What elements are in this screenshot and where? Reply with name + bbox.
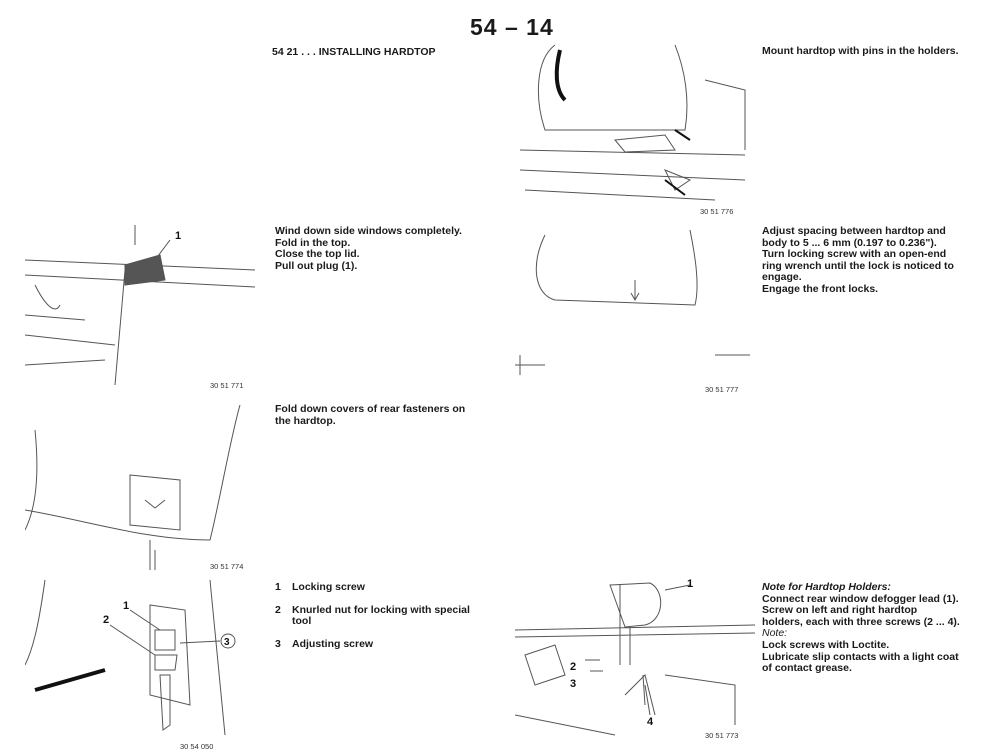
step-text: Wind down side windows completely.Fold i… [275,225,462,272]
text-line: body to 5 ... 6 mm (0.197 to 0.236"). [762,236,937,249]
figure-pull-plug: 1 [25,225,255,385]
text-line: holders, each with three screws (2 ... 4… [762,615,960,628]
figure-hardtop-holders: 1 2 3 4 [515,578,755,736]
step-text: Mount hardtop with pins in the holders. [762,45,959,58]
figure-lock-components: 1 2 3 [25,579,236,736]
text-line: Pull out plug (1). [275,259,358,272]
callout-2: 2 [103,614,109,626]
callout-4: 4 [647,716,654,728]
text-line: Lubricate slip contacts with a light coa… [762,650,959,663]
callout-1: 1 [687,578,693,590]
figure-caption: 30 54 050 [180,742,214,751]
callout-1: 1 [123,600,129,612]
legend-item: 3 Adjusting screw [275,637,470,651]
figure-rear-fastener-covers [25,404,241,570]
text-line: Adjusting screw [292,637,374,650]
text-line: 2 [275,603,281,616]
legend-item: 1 Locking screw [275,581,470,594]
callout-3: 3 [224,637,230,648]
text-line: Connect rear window defogger lead (1). [762,592,959,605]
callout-3: 3 [570,678,576,690]
text-line: the hardtop. [275,414,336,427]
page-number: 54 – 14 [470,14,554,40]
figure-caption: 30 51 776 [700,207,734,216]
text-line: Fold down covers of rear fasteners on [275,403,466,415]
text-line: Fold in the top. [275,236,351,249]
section-heading: 54 21 . . . INSTALLING HARDTOP [272,46,436,58]
figure-caption: 30 51 771 [210,381,244,390]
text-line: Locking screw [292,581,365,593]
text-line: Note: [762,627,788,640]
text-line: Engage the front locks. [762,282,879,295]
text-line: Turn locking screw with an open-end [762,248,947,261]
text-line: ring wrench until the lock is noticed to [762,259,954,272]
figure-caption: 30 51 774 [210,562,244,571]
callout-1: 1 [175,230,181,242]
text-line: Adjust spacing between hardtop and [762,225,946,237]
text-line: Lock screws with Loctite. [762,638,890,651]
figure-adjust-spacing [515,229,750,375]
text-line: Knurled nut for locking with special [292,603,470,616]
step-text: Note for Hardtop Holders: Connect rear w… [762,581,960,675]
text-line: engage. [762,271,802,284]
figure-caption: 30 51 773 [705,731,739,740]
figure-hardtop-pins [519,44,746,201]
legend-list: 1 Locking screw 2 Knurled nut for locking … [275,581,470,661]
text-line: tool [292,615,312,628]
text-line: Wind down side windows completely. [275,225,462,237]
text-line: Close the top lid. [275,248,360,261]
text-line: Note for Hardtop Holders: [762,581,891,593]
text-line: 3 [275,637,281,650]
text-line: Screw on left and right hardtop [762,604,918,617]
figure-caption: 30 51 777 [705,385,739,394]
callout-2: 2 [570,661,576,673]
text-line: of contact grease. [762,662,852,675]
text-line: 1 [275,581,281,593]
text-line: Mount hardtop with pins in the holders. [762,45,959,57]
